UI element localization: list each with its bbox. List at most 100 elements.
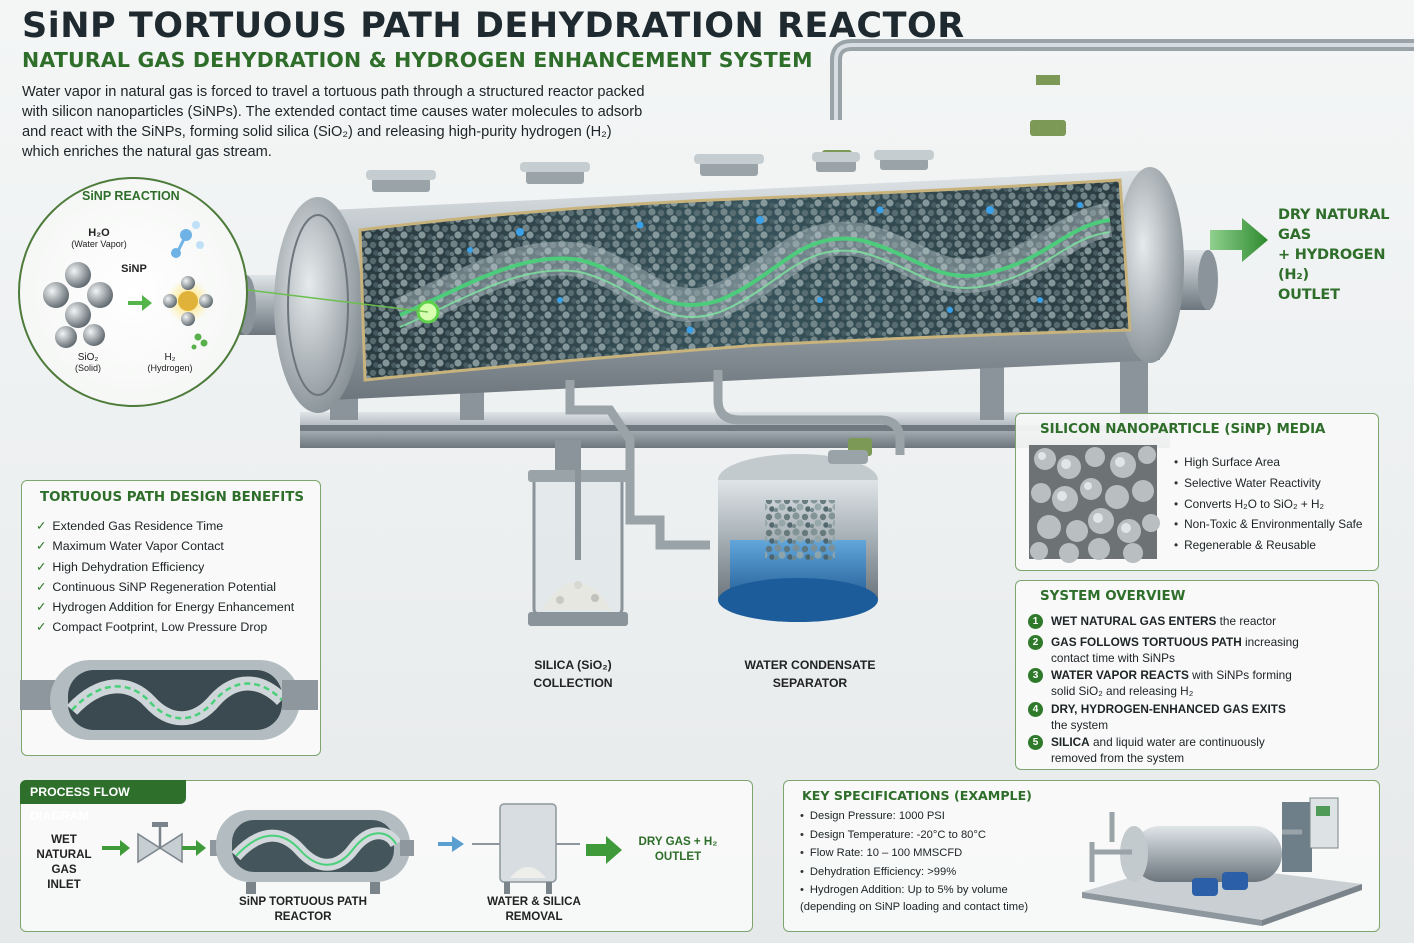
bullet-icon: • bbox=[800, 847, 804, 860]
spec-text: Flow Rate: 10 – 100 MMSCFD bbox=[809, 847, 963, 860]
list-item: • Design Pressure: 1000 PSI bbox=[800, 807, 1028, 826]
water-line: WATER CONDENSATE bbox=[744, 658, 876, 672]
pf-removal-label: WATER & SILICA REMOVAL bbox=[474, 894, 594, 924]
intro-line: Water vapor in natural gas is forced to … bbox=[22, 84, 645, 100]
benefit-text: Hydrogen Addition for Energy Enhancement bbox=[52, 600, 295, 615]
step-rest: increasing bbox=[1241, 635, 1299, 649]
pf-inlet-label: WET NATURAL GAS INLET bbox=[24, 832, 104, 892]
list-item: ✓High Dehydration Efficiency bbox=[36, 557, 294, 577]
page-subtitle: NATURAL GAS DEHYDRATION & HYDROGEN ENHAN… bbox=[22, 48, 813, 72]
media-feature: Converts H₂O to SiO₂ + H₂ bbox=[1184, 496, 1325, 511]
bullet-icon: • bbox=[1174, 496, 1179, 511]
h2o-label: H₂O (Water Vapor) bbox=[64, 227, 134, 249]
flow-arrow-icon bbox=[182, 840, 206, 856]
bullet-icon: • bbox=[800, 810, 804, 822]
bullet-icon: • bbox=[800, 865, 804, 878]
step-line2: the system bbox=[1051, 717, 1109, 732]
list-item: • Dehydration Efficiency: >99% bbox=[800, 863, 1028, 882]
bullet-icon: • bbox=[800, 828, 804, 841]
intro-paragraph: Water vapor in natural gas is forced to … bbox=[22, 82, 702, 162]
step-rest: the reactor bbox=[1216, 614, 1277, 628]
list-item: • Flow Rate: 10 – 100 MMSCFD bbox=[800, 844, 1028, 863]
check-icon: ✓ bbox=[36, 539, 47, 554]
check-icon: ✓ bbox=[36, 579, 47, 594]
pf-outlet-line: DRY GAS + H₂ bbox=[638, 835, 718, 848]
check-icon: ✓ bbox=[36, 600, 47, 615]
media-feature: Regenerable & Reusable bbox=[1184, 538, 1316, 553]
step-number: 4 bbox=[1028, 702, 1043, 717]
sinp-label: SiNP bbox=[121, 263, 147, 275]
spec-text: Dehydration Efficiency: >99% bbox=[809, 865, 957, 878]
step-rest: and liquid water are continuously bbox=[1089, 735, 1265, 749]
pf-outlet-line: OUTLET bbox=[654, 850, 702, 863]
pf-reactor-label: SiNP TORTUOUS PATH REACTOR bbox=[226, 894, 380, 924]
step-text: WET NATURAL GAS ENTERS the reactor bbox=[1051, 614, 1371, 630]
silica-line: SILICA (SiO₂) bbox=[534, 658, 612, 672]
pf-reactor-line: SiNP TORTUOUS PATH bbox=[239, 895, 367, 908]
list-item: •Non-Toxic & Environmentally Safe bbox=[1174, 514, 1362, 535]
list-item: •Selective Water Reactivity bbox=[1174, 473, 1362, 494]
pf-removal-line: REMOVAL bbox=[505, 910, 563, 923]
pf-inlet-line: NATURAL GAS bbox=[36, 848, 92, 876]
pf-reactor-line: REACTOR bbox=[274, 910, 332, 923]
spec-note: (depending on SiNP loading and contact t… bbox=[800, 900, 1029, 913]
flow-arrow-icon bbox=[438, 836, 464, 852]
reaction-arrow-icon bbox=[128, 295, 152, 311]
bullet-icon: • bbox=[1174, 455, 1179, 469]
mini-reactor-cutaway bbox=[20, 660, 318, 740]
process-flow-tab: PROCESS FLOW DIAGRAM bbox=[20, 780, 186, 823]
list-item: •Hydrogen Addition: Up to 5% by volume bbox=[800, 881, 1028, 900]
h2o-formula: H₂O bbox=[88, 227, 110, 239]
spec-text: Design Pressure: 1000 PSI bbox=[809, 810, 945, 822]
list-item: • Design Temperature: -20°C to 80°C bbox=[800, 826, 1028, 845]
pf-inlet-line: INLET bbox=[47, 878, 81, 891]
step-bold: GAS FOLLOWS TORTUOUS PATH bbox=[1051, 635, 1242, 649]
list-item: ✓Compact Footprint, Low Pressure Drop bbox=[36, 617, 294, 637]
silica-line: COLLECTION bbox=[533, 675, 613, 690]
step-rest: with SiNPs forming bbox=[1188, 668, 1292, 682]
hydrogen-molecule-icon bbox=[191, 333, 208, 350]
page-title: SiNP TORTUOUS PATH DEHYDRATION REACTOR bbox=[22, 6, 965, 46]
key-specs-list: • Design Pressure: 1000 PSI • Design Tempe… bbox=[800, 807, 1028, 914]
tortuous-benefits-list: ✓Extended Gas Residence Time ✓Maximum Wa… bbox=[36, 516, 294, 638]
check-icon: ✓ bbox=[36, 519, 47, 533]
list-item: • Converts H₂O to SiO₂ + H₂ bbox=[1174, 494, 1362, 515]
step-line2: removed from the system bbox=[1051, 750, 1185, 765]
pf-inlet-line: WET bbox=[51, 833, 77, 846]
water-line: SEPARATOR bbox=[772, 675, 848, 690]
benefit-text: High Dehydration Efficiency bbox=[52, 559, 205, 574]
step-bold: SILICA bbox=[1051, 735, 1090, 749]
sio2-label: SiO₂ (Solid) bbox=[58, 352, 118, 373]
step-number: 5 bbox=[1028, 735, 1043, 750]
list-item: •High Surface Area bbox=[1174, 452, 1362, 473]
h2o-caption: (Water Vapor) bbox=[71, 239, 127, 249]
sio2-formula: SiO₂ bbox=[77, 352, 99, 363]
step-line2: contact time with SiNPs bbox=[1051, 650, 1175, 665]
system-overview-title: SYSTEM OVERVIEW bbox=[1040, 589, 1186, 604]
tortuous-benefits-title: TORTUOUS PATH DESIGN BENEFITS bbox=[40, 490, 305, 505]
silica-molecule-icon bbox=[163, 276, 213, 326]
bullet-icon: • bbox=[1174, 517, 1179, 532]
flow-arrow-icon bbox=[586, 836, 622, 864]
process-flow-graphic bbox=[102, 803, 622, 894]
intro-line: and react with the SiNPs, forming solid … bbox=[22, 124, 612, 140]
sinp-cluster-icon bbox=[43, 262, 113, 348]
flow-arrow-icon bbox=[102, 840, 130, 856]
system-overview-panel bbox=[1015, 580, 1379, 770]
key-specs-title: KEY SPECIFICATIONS (EXAMPLE) bbox=[802, 788, 1032, 803]
step-number: 1 bbox=[1028, 614, 1043, 629]
benefit-text: Maximum Water Vapor Contact bbox=[52, 539, 224, 554]
pf-removal-line: WATER & SILICA bbox=[487, 895, 581, 908]
reaction-title: SiNP REACTION bbox=[82, 189, 180, 203]
reaction-molecules bbox=[43, 221, 213, 350]
step-number: 2 bbox=[1028, 635, 1043, 650]
spec-text: Design Temperature: -20°C to 80°C bbox=[809, 828, 986, 841]
pf-outlet-label: DRY GAS + H₂ OUTLET bbox=[626, 834, 730, 864]
list-item: (depending on SiNP loading and contact t… bbox=[800, 900, 1028, 914]
step-text: GAS FOLLOWS TORTUOUS PATH increasing cont… bbox=[1051, 635, 1371, 666]
water-molecule-icon bbox=[171, 221, 204, 258]
step-bold: WATER VAPOR REACTS bbox=[1051, 668, 1189, 682]
